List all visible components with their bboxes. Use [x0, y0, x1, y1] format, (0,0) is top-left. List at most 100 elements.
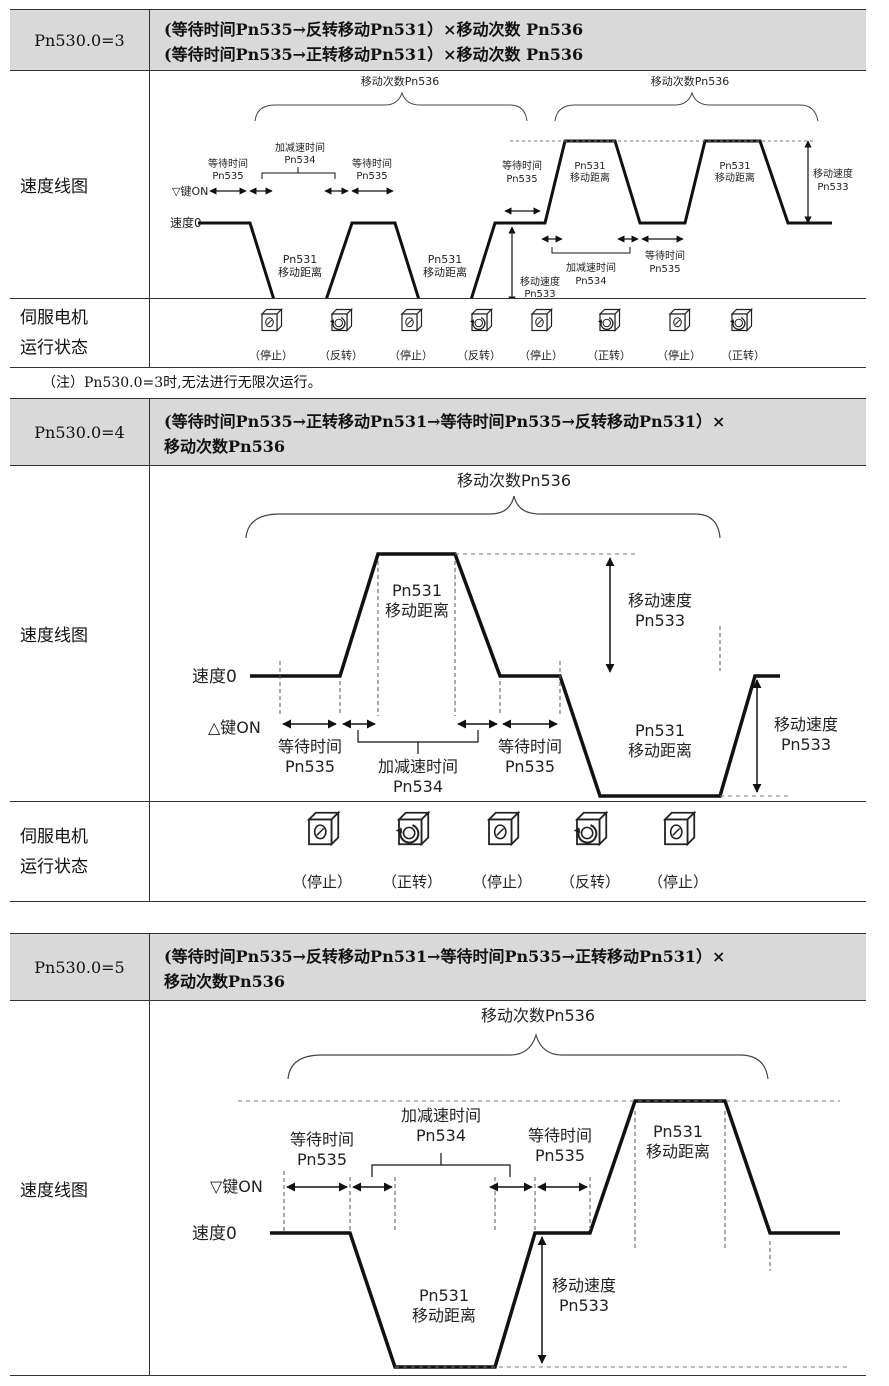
mode4-header-row: Pn530.0=4 (等待时间Pn535→正转移动Pn531→等待时间Pn535…: [10, 399, 866, 466]
mode4-dist1: 移动距离: [385, 601, 449, 620]
mode3-wait2: 等待时间: [352, 157, 392, 170]
mode5-dist2: 移动距离: [412, 1306, 476, 1325]
mode3-accel: 加减速时间: [275, 141, 325, 154]
mode3-brace-left: [254, 91, 528, 122]
mode5-formula: (等待时间Pn535→反转移动Pn531→等待时间Pn535→正转移动Pn531…: [150, 934, 866, 994]
mode3-motor-label-1: 伺服电机: [20, 308, 88, 328]
mode4-speed-row: 速度线图 移动次数Pn536 速度0 △键ON 等待时间 Pn535: [10, 466, 866, 802]
mode5-speed-profile: [270, 1099, 840, 1369]
mode3-brace-right: [554, 91, 819, 122]
mode3-motor-row: 伺服电机 运行状态 （停止） （反转） （停止） （反转） （停止） （正转） …: [10, 299, 866, 367]
motor-stop-icon: [488, 811, 520, 846]
mode3-dist4-param: Pn531: [719, 161, 750, 172]
mode4-table: Pn530.0=4 (等待时间Pn535→正转移动Pn531→等待时间Pn535…: [10, 398, 866, 902]
mode3-state-8: （正转）: [721, 348, 765, 362]
mode5-brace: [287, 1032, 769, 1080]
motor-rotate-icon: [329, 308, 353, 332]
mode3-dist4: 移动距离: [715, 171, 755, 184]
mode3-dist3-param: Pn531: [574, 161, 605, 172]
mode3-speed-l-param: Pn533: [524, 289, 555, 298]
mode3-state-5: （停止）: [519, 348, 563, 362]
motor-stop-icon: [669, 308, 691, 332]
mode4-wait2: 等待时间: [498, 737, 562, 756]
mode3-count-left: 移动次数Pn536: [361, 74, 439, 88]
motor-stop-icon: [401, 308, 423, 332]
motor-rotate-icon: [729, 308, 753, 332]
mode3-accel2: 加减速时间: [566, 261, 616, 274]
mode4-state-3: （停止）: [472, 873, 532, 891]
mode3-wait4-param: Pn535: [649, 264, 680, 275]
motor-stop-icon: [308, 811, 340, 846]
mode3-wait1: 等待时间: [208, 157, 248, 170]
mode4-wait2-param: Pn535: [505, 757, 555, 776]
mode3-speed-r: 移动速度: [813, 167, 853, 180]
mode3-speed-label: 速度线图: [10, 71, 150, 298]
mode5-table: Pn530.0=5 (等待时间Pn535→反转移动Pn531→等待时间Pn535…: [10, 933, 866, 1376]
mode3-speed-l: 移动速度: [520, 275, 560, 288]
mode3-formula: (等待时间Pn535→反转移动Pn531）×移动次数 Pn536 (等待时间Pn…: [150, 10, 866, 67]
mode4-state-5: （停止）: [648, 873, 708, 891]
mode3-accel-param: Pn534: [284, 155, 315, 166]
motor-rotate-icon: [572, 811, 608, 846]
mode3-wait1-param: Pn535: [212, 171, 243, 182]
mode3-note: （注）Pn530.0=3时,无法进行无限次运行。: [42, 375, 322, 391]
mode5-speed-row: 速度线图 移动次数Pn536 速度0 ▽键ON 等待时间: [10, 1001, 866, 1375]
mode5-wait2: 等待时间: [528, 1126, 592, 1145]
mode3-wait2-param: Pn535: [356, 171, 387, 182]
mode3-key: ▽键ON: [172, 184, 208, 198]
mode4-dist2: 移动距离: [628, 741, 692, 760]
mode4-key: △键ON: [208, 718, 261, 737]
mode3-state-2: （反转）: [319, 348, 363, 362]
mode4-motor-label: 伺服电机 运行状态: [10, 802, 150, 901]
mode5-count: 移动次数Pn536: [481, 1006, 595, 1025]
mode3-state-6: （正转）: [587, 348, 631, 362]
mode4-speed-label: 速度线图: [10, 466, 150, 801]
mode3-wait4: 等待时间: [645, 249, 685, 262]
mode3-dist1-param: Pn531: [283, 253, 317, 266]
mode5-dist1: 移动距离: [646, 1142, 710, 1161]
mode4-speed-down-param: Pn533: [781, 735, 831, 754]
mode3-dist2-param: Pn531: [428, 253, 462, 266]
mode3-speed-diagram: 移动次数Pn536 移动次数Pn536 速度0 ▽键ON 等待时间 Pn535 …: [170, 74, 853, 305]
mode3-count-right: 移动次数Pn536: [651, 74, 729, 88]
mode3-state-7: （停止）: [657, 348, 701, 362]
mode4-wait1-param: Pn535: [285, 757, 335, 776]
mode5-key: ▽键ON: [210, 1177, 263, 1196]
mode4-motor-label-1: 伺服电机: [20, 826, 88, 847]
mode4-motor-states: （停止） （正转） （停止） （反转） （停止）: [292, 811, 708, 891]
mode3-speed-r-param: Pn533: [817, 182, 848, 193]
mode4-speed-diagram: 移动次数Pn536 速度0 △键ON 等待时间 Pn535: [192, 471, 838, 798]
mode4-dist2-param: Pn531: [635, 721, 685, 740]
mode5-dist2-param: Pn531: [419, 1286, 469, 1305]
mode3-state-4: （反转）: [457, 348, 501, 362]
mode3-wait3: 等待时间: [502, 159, 542, 172]
mode5-accel-param: Pn534: [416, 1126, 466, 1145]
mode3-dist1: 移动距离: [278, 265, 322, 279]
mode5-speed0: 速度0: [192, 1224, 237, 1244]
mode4-motor-row: 伺服电机 运行状态 （停止） （正转） （停止） （反转） （停止）: [10, 802, 866, 901]
mode5-formula-line1: (等待时间Pn535→反转移动Pn531→等待时间Pn535→正转移动Pn531…: [164, 947, 726, 966]
mode5-speed: 移动速度: [552, 1276, 616, 1295]
mode3-header-row: Pn530.0=3 (等待时间Pn535→反转移动Pn531）×移动次数 Pn5…: [10, 10, 866, 71]
mode5-dist1-param: Pn531: [653, 1122, 703, 1141]
mode5-speed-diagram: 移动次数Pn536 速度0 ▽键ON 等待时间 Pn535: [192, 1006, 850, 1369]
mode3-label: Pn530.0=3: [10, 10, 150, 70]
mode3-motor-label-2: 运行状态: [20, 338, 88, 358]
mode4-formula: (等待时间Pn535→正转移动Pn531→等待时间Pn535→反转移动Pn531…: [150, 399, 866, 459]
mode4-formula-line2: 移动次数Pn536: [164, 437, 286, 456]
mode3-dist2: 移动距离: [423, 265, 467, 279]
mode3-state-1: （停止）: [249, 348, 293, 362]
mode3-formula-line2: (等待时间Pn535→正转移动Pn531）×移动次数 Pn536: [164, 45, 584, 64]
mode5-header-row: Pn530.0=5 (等待时间Pn535→反转移动Pn531→等待时间Pn535…: [10, 934, 866, 1001]
mode4-dist1-param: Pn531: [392, 581, 442, 600]
mode5-accel: 加减速时间: [401, 1106, 481, 1125]
mode4-count: 移动次数Pn536: [457, 471, 571, 490]
mode5-wait1-param: Pn535: [297, 1150, 347, 1169]
mode4-state-2: （正转）: [382, 873, 442, 891]
mode3-motor-states: （停止） （反转） （停止） （反转） （停止） （正转） （停止） （正转）: [249, 308, 765, 362]
mode4-accel-param: Pn534: [393, 777, 443, 796]
motor-stop-icon: [261, 308, 283, 332]
mode4-motor-label-2: 运行状态: [20, 856, 88, 877]
mode4-state-1: （停止）: [292, 873, 352, 891]
mode3-dist3: 移动距离: [570, 171, 610, 184]
